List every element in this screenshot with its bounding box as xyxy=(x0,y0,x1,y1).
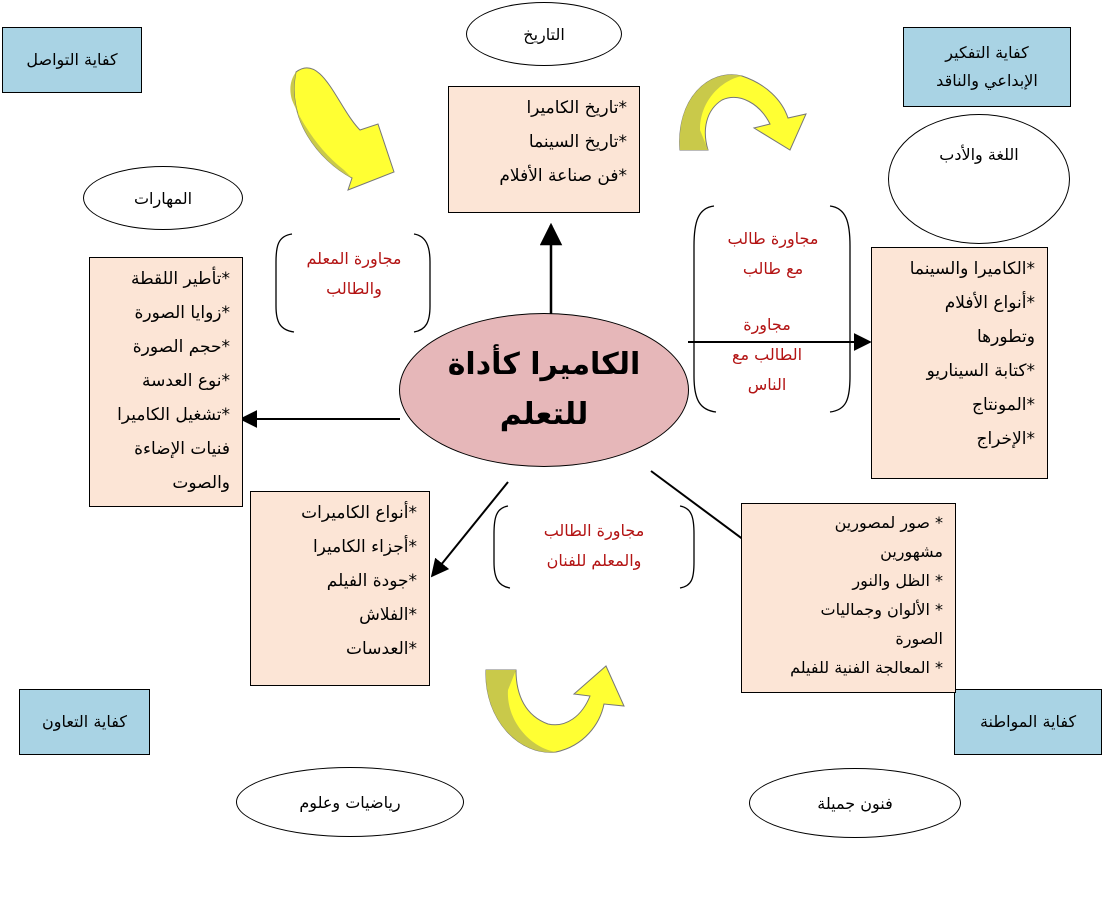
domain-skills-oval: المهارات xyxy=(83,166,243,230)
neighbor-artist-label: مجاورة الطالب والمعلم للفنان xyxy=(543,521,645,570)
history-topics-box: *تاريخ الكاميرا *تاريخ السينما *فن صناعة… xyxy=(448,86,640,213)
arts-topics-box: * صور لمصورين مشهورين * الظل والنور * ال… xyxy=(741,503,956,693)
curved-arrow-bottom xyxy=(485,665,625,753)
domain-history-oval: التاريخ xyxy=(466,2,622,66)
domain-language-oval: اللغة والأدب xyxy=(888,114,1070,244)
neighbor-teacher-student-label: مجاورة المعلم والطالب xyxy=(306,249,402,298)
arrow-to-math xyxy=(430,481,509,578)
curved-arrow-top-left xyxy=(290,67,395,191)
neighbor-student-student-label: مجاورة طالب مع طالب xyxy=(727,229,819,278)
language-topics-box: *الكاميرا والسينما *أنواع الأفلام وتطوره… xyxy=(871,247,1048,479)
competency-thinking: كفاية التفكير الإبداعي والناقد xyxy=(903,27,1071,107)
curved-arrow-top-right xyxy=(679,74,807,151)
math-topics-box: *أنواع الكاميرات *أجزاء الكاميرا *جودة ا… xyxy=(250,491,430,686)
competency-communication: كفاية التواصل xyxy=(2,27,142,93)
competency-cooperation: كفاية التعاون xyxy=(19,689,150,755)
domain-math-science-oval: رياضيات وعلوم xyxy=(236,767,464,837)
center-topic-oval: الكاميرا كأداة للتعلم xyxy=(399,313,689,467)
competency-citizenship: كفاية المواطنة xyxy=(954,689,1102,755)
neighbor-student-people-label: مجاورة الطالب مع الناس xyxy=(731,315,803,394)
skills-topics-box: *تأطير اللقطة *زوايا الصورة *حجم الصورة … xyxy=(89,257,243,507)
domain-fine-arts-oval: فنون جميلة xyxy=(749,768,961,838)
